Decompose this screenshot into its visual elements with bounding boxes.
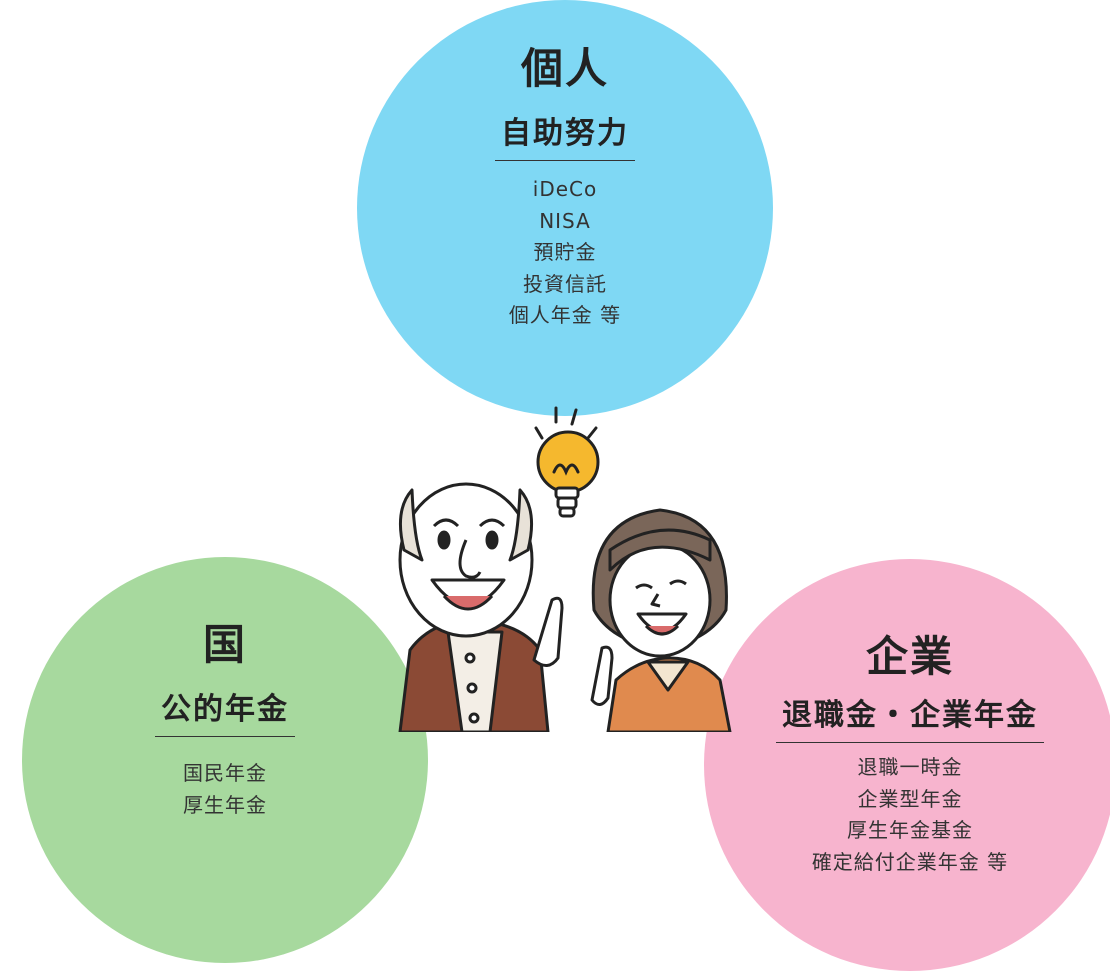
list-item: iDeCo	[532, 177, 598, 201]
company-subtitle: 退職金・企業年金	[776, 696, 1044, 743]
list-item: NISA	[539, 208, 591, 233]
personal-items: iDeCo NISA 預貯金 投資信託 個人年金 等	[415, 174, 715, 332]
list-item: 投資信託	[523, 271, 607, 296]
national-title: 国	[202, 620, 247, 669]
list-item: 企業型年金	[857, 786, 963, 811]
national-circle	[22, 557, 428, 963]
list-item: 厚生年金	[183, 792, 267, 817]
list-item: 厚生年金基金	[847, 818, 973, 842]
list-item: 預貯金	[533, 240, 597, 264]
company-items: 退職一時金 企業型年金 厚生年金基金 確定給付企業年金 等	[740, 752, 1080, 878]
list-item: 退職一時金	[857, 755, 963, 779]
personal-circle	[357, 0, 773, 416]
list-item: 国民年金	[183, 761, 267, 785]
national-subtitle: 公的年金	[155, 690, 295, 737]
list-item: 確定給付企業年金 等	[811, 849, 1009, 874]
personal-subtitle: 自助努力	[495, 114, 635, 161]
lightbulb-icon	[534, 406, 600, 518]
national-items: 国民年金 厚生年金	[75, 758, 375, 821]
company-title: 企業	[865, 632, 954, 681]
company-circle	[704, 559, 1110, 971]
company-subtitle-wrap: 退職金・企業年金	[740, 696, 1080, 743]
list-item: 個人年金 等	[508, 303, 622, 327]
national-subtitle-wrap: 公的年金	[75, 690, 375, 737]
man-figure	[398, 482, 564, 732]
personal-title: 個人	[520, 44, 609, 93]
elderly-couple-illustration	[398, 406, 732, 732]
personal-subtitle-wrap: 自助努力	[415, 114, 715, 161]
woman-figure	[590, 508, 732, 732]
